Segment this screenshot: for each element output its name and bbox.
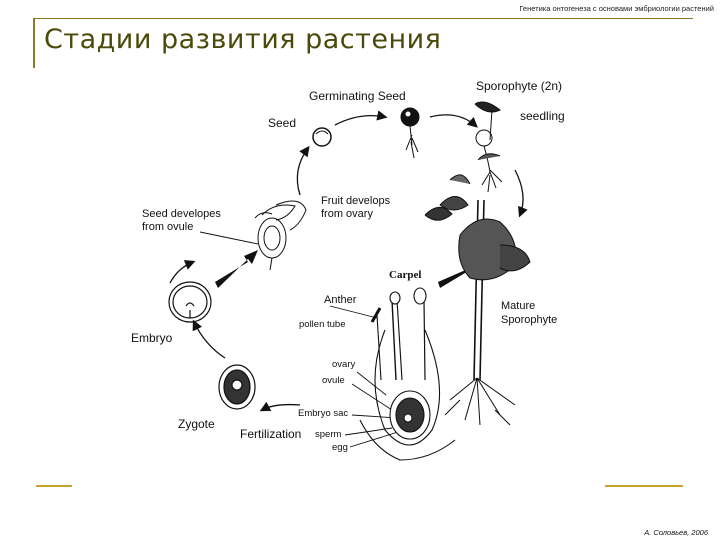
zygote-illustration xyxy=(218,364,256,410)
label-anther: Anther xyxy=(324,294,357,306)
label-embryo: Embryo xyxy=(131,331,173,345)
arrow-seedling-to-mature xyxy=(514,169,528,218)
footer-rule-left xyxy=(36,485,72,487)
label-egg: egg xyxy=(332,442,348,453)
footer-rule-right xyxy=(605,485,683,487)
arrow-fruit-to-seed xyxy=(296,145,310,196)
label-seed: Seed xyxy=(268,116,297,130)
arrow-seed-to-germinating xyxy=(334,110,388,126)
page-title: Стадии развития растения xyxy=(44,24,442,55)
seedling-illustration xyxy=(474,101,503,193)
label-ovule: ovule xyxy=(322,375,345,386)
label-sporophyte: Sporophyte (2n) xyxy=(476,79,563,93)
label-seedling: seedling xyxy=(520,109,565,123)
author-credit: А. Соловьев, 2006 xyxy=(644,528,708,537)
label-zygote: Zygote xyxy=(178,417,215,431)
arrow-germinating-to-seedling xyxy=(429,114,478,128)
germinating-seed-illustration xyxy=(400,107,420,159)
label-carpel: Carpel xyxy=(389,269,422,281)
label-germinating-seed: Germinating Seed xyxy=(309,89,406,103)
title-rule xyxy=(33,18,693,19)
header-note: Генетика онтогенеза с основами эмбриолог… xyxy=(519,4,714,13)
flower-pollination-illustration xyxy=(359,287,456,461)
fruit-flower-illustration xyxy=(254,200,307,271)
label-pollen-tube: pollen tube xyxy=(299,319,346,330)
arrow-fertilization-to-zygote xyxy=(259,401,301,412)
label-fruit-develops: Fruit develops from ovary xyxy=(321,195,391,220)
arrow-zygote-to-embryo xyxy=(192,319,226,359)
arrow-to-seed-developing xyxy=(215,250,258,288)
arrow-embryo-up xyxy=(169,260,196,284)
label-ovary: ovary xyxy=(332,359,356,370)
label-sperm: sperm xyxy=(315,429,342,440)
label-embryo-sac: Embryo sac xyxy=(298,408,349,419)
embryo-illustration xyxy=(168,281,212,323)
label-fertilization: Fertilization xyxy=(240,427,302,441)
label-seed-develops: Seed developes from ovule xyxy=(142,208,221,233)
title-accent-bar xyxy=(33,18,35,68)
mature-sporophyte-illustration xyxy=(424,174,531,426)
label-mature-sporophyte: Mature Sporophyte xyxy=(501,300,558,326)
